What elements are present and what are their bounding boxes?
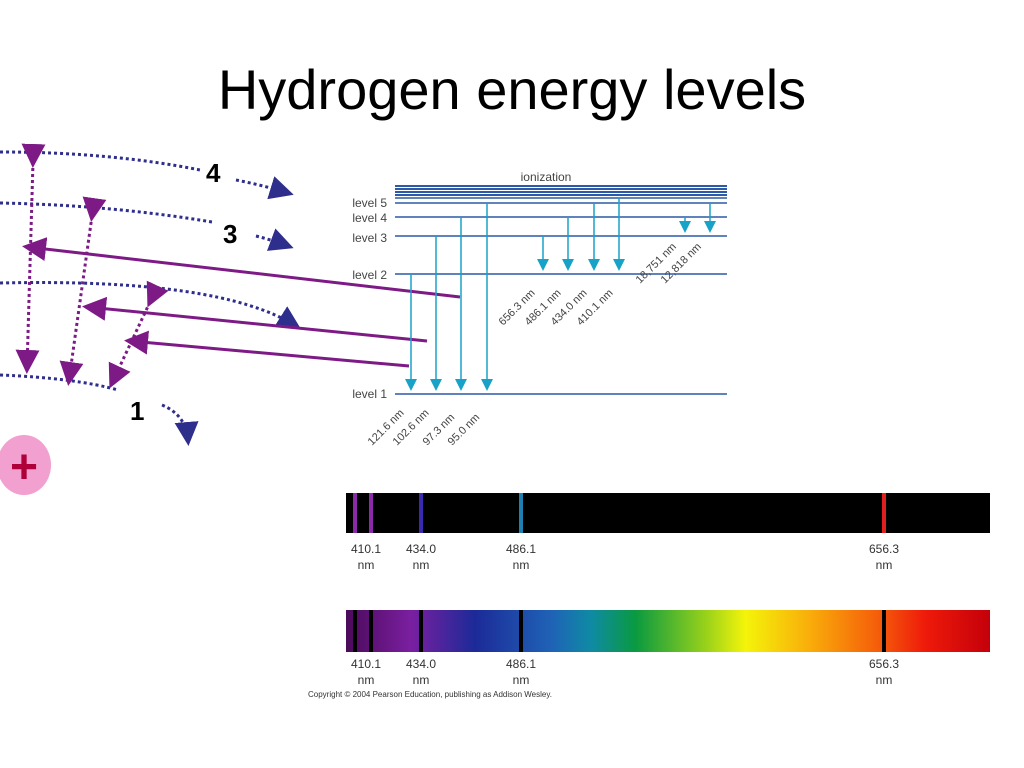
orbit-1 [0, 373, 119, 392]
absorption-label-656: 656.3 nm [864, 656, 904, 688]
transition-1-3 [59, 196, 107, 386]
emission-label-656: 656.3 nm [864, 541, 904, 573]
emission-line-486 [519, 493, 523, 533]
emission-label-434: 434.0 nm [401, 541, 441, 573]
absorption-value-656: 656.3 [868, 657, 900, 671]
orbit-label-3: 3 [223, 219, 237, 249]
absorption-spectrum-band [346, 610, 990, 652]
ionization-label: ionization [521, 170, 572, 184]
orbit-label-4: 4 [206, 158, 221, 188]
level-1-label: level 1 [352, 387, 387, 401]
energy-level-diagram: ionization level 5 level 4 level 3 level… [352, 170, 727, 448]
absorption-value-410: 410.1 [350, 657, 382, 671]
absorption-spectrum [346, 610, 990, 652]
transition-1-4 [15, 143, 46, 374]
absorption-label-410: 410.1 nm [346, 656, 386, 688]
emission-value-410: 410.1 [350, 542, 382, 556]
copyright-notice: Copyright © 2004 Pearson Education, publ… [308, 690, 552, 699]
absorption-line-656 [882, 610, 886, 652]
emission-unit-486: nm [512, 558, 530, 572]
absorption-line-410 [369, 610, 373, 652]
pointer-line-2 [82, 296, 428, 343]
emission-unit-656: nm [875, 558, 893, 572]
nucleus [0, 435, 51, 495]
slide-title: Hydrogen energy levels [217, 58, 807, 121]
absorption-line-extra-1 [353, 610, 357, 652]
absorption-line-434 [419, 610, 423, 652]
absorption-unit-434: nm [412, 673, 430, 687]
orbit-3-arrow [255, 228, 294, 251]
absorption-value-434: 434.0 [405, 657, 437, 671]
emission-unit-434: nm [412, 558, 430, 572]
absorption-value-486: 486.1 [505, 657, 537, 671]
atom-model: 4 3 1 + [0, 143, 461, 495]
absorption-unit-486: nm [512, 673, 530, 687]
absorption-label-434: 434.0 nm [401, 656, 441, 688]
absorption-unit-410: nm [357, 673, 375, 687]
nucleus-plus-icon: + [10, 441, 38, 494]
emission-line-434 [419, 493, 423, 533]
emission-value-486: 486.1 [505, 542, 537, 556]
emission-value-656: 656.3 [868, 542, 900, 556]
emission-line-410 [369, 493, 373, 533]
emission-value-434: 434.0 [405, 542, 437, 556]
level-4-label: level 4 [352, 211, 387, 225]
pointer-line-3 [124, 330, 410, 368]
emission-spectrum-band [346, 493, 990, 533]
absorption-line-486 [519, 610, 523, 652]
orbit-2 [0, 281, 302, 330]
emission-spectrum [346, 493, 990, 533]
orbit-4 [0, 150, 201, 172]
orbit-label-1: 1 [130, 396, 144, 426]
orbit-1-arrow [161, 403, 199, 446]
emission-line-656 [882, 493, 886, 533]
emission-unit-410: nm [357, 558, 375, 572]
emission-label-410: 410.1 nm [346, 541, 386, 573]
absorption-label-486: 486.1 nm [501, 656, 541, 688]
absorption-unit-656: nm [875, 673, 893, 687]
level-3-label: level 3 [352, 231, 387, 245]
emission-line-extra-1 [353, 493, 357, 533]
orbit-4-arrow [235, 176, 294, 200]
pointer-line-1 [22, 237, 461, 299]
level-5-label: level 5 [352, 196, 387, 210]
level-2-label: level 2 [352, 268, 387, 282]
emission-label-486: 486.1 nm [501, 541, 541, 573]
